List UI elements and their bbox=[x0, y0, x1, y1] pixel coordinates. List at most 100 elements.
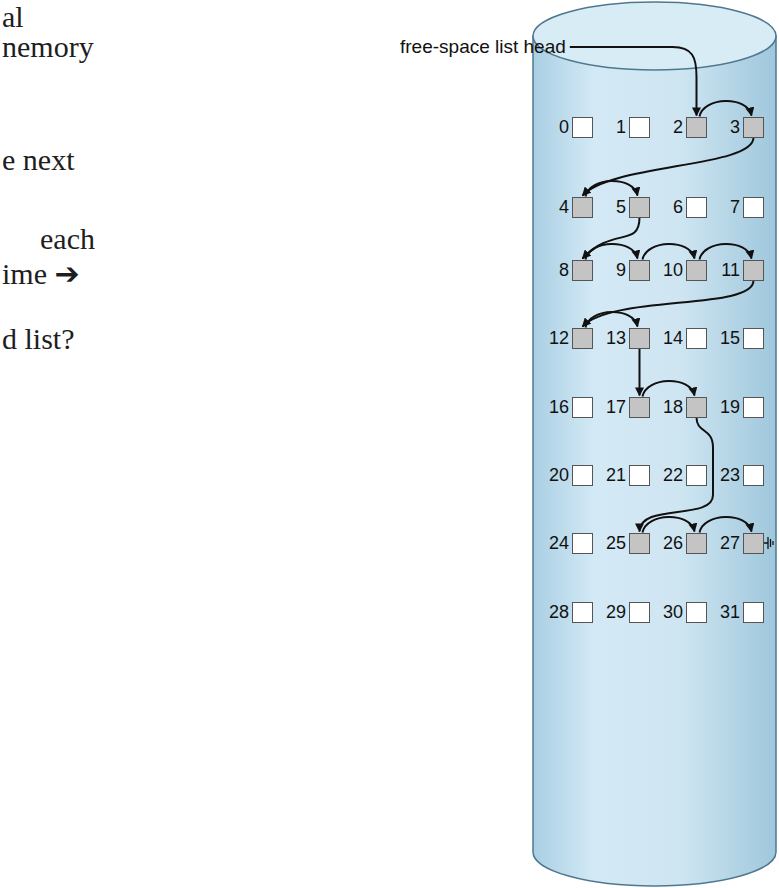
free-block-square bbox=[686, 260, 707, 281]
disk-block: 27 bbox=[716, 531, 764, 555]
list-link-arrow bbox=[643, 244, 695, 260]
slide-text: each bbox=[40, 222, 95, 256]
used-block-square bbox=[686, 602, 707, 623]
list-link-arrow bbox=[640, 418, 714, 532]
disk-block: 9 bbox=[602, 258, 650, 282]
used-block-square bbox=[572, 533, 593, 554]
disk-block: 26 bbox=[659, 531, 707, 555]
disk-block: 17 bbox=[602, 395, 650, 419]
block-number: 26 bbox=[659, 532, 683, 554]
disk-block: 6 bbox=[659, 195, 707, 219]
used-block-square bbox=[629, 602, 650, 623]
free-block-square bbox=[629, 260, 650, 281]
block-number: 11 bbox=[716, 259, 740, 281]
block-number: 7 bbox=[716, 196, 740, 218]
list-link-arrow bbox=[586, 312, 638, 328]
used-block-square bbox=[572, 602, 593, 623]
list-link-arrow bbox=[700, 244, 752, 260]
list-head-label: free-space list head bbox=[400, 36, 566, 58]
block-number: 18 bbox=[659, 396, 683, 418]
free-block-square bbox=[743, 533, 764, 554]
list-link-arrow bbox=[700, 517, 752, 533]
free-block-square bbox=[572, 260, 593, 281]
slide-text: nemory bbox=[2, 30, 94, 64]
block-number: 15 bbox=[716, 327, 740, 349]
block-number: 10 bbox=[659, 259, 683, 281]
disk-block: 20 bbox=[545, 463, 593, 487]
used-block-square bbox=[686, 197, 707, 218]
used-block-square bbox=[743, 465, 764, 486]
block-number: 24 bbox=[545, 532, 569, 554]
free-block-square bbox=[743, 117, 764, 138]
free-block-square bbox=[572, 328, 593, 349]
free-block-square bbox=[686, 533, 707, 554]
disk-block: 23 bbox=[716, 463, 764, 487]
used-block-square bbox=[743, 328, 764, 349]
free-block-square bbox=[686, 117, 707, 138]
block-number: 20 bbox=[545, 464, 569, 486]
free-block-square bbox=[629, 533, 650, 554]
free-block-square bbox=[629, 197, 650, 218]
cylinder-body bbox=[533, 36, 776, 886]
list-link-arrow bbox=[586, 181, 638, 197]
list-link-arrow bbox=[586, 244, 638, 260]
block-number: 8 bbox=[545, 259, 569, 281]
slide-text: ime ➔ bbox=[2, 257, 80, 291]
block-number: 19 bbox=[716, 396, 740, 418]
block-number: 31 bbox=[716, 601, 740, 623]
disk-block: 30 bbox=[659, 600, 707, 624]
used-block-square bbox=[743, 397, 764, 418]
disk-block: 29 bbox=[602, 600, 650, 624]
used-block-square bbox=[743, 602, 764, 623]
free-block-square bbox=[629, 328, 650, 349]
block-number: 3 bbox=[716, 116, 740, 138]
block-number: 23 bbox=[716, 464, 740, 486]
null-pointer-symbol bbox=[764, 537, 773, 549]
free-block-square bbox=[629, 397, 650, 418]
free-block-square bbox=[572, 197, 593, 218]
disk-block: 3 bbox=[716, 115, 764, 139]
disk-block: 13 bbox=[602, 326, 650, 350]
disk-block: 0 bbox=[545, 115, 593, 139]
disk-block: 28 bbox=[545, 600, 593, 624]
disk-block: 14 bbox=[659, 326, 707, 350]
block-number: 6 bbox=[659, 196, 683, 218]
disk-block: 24 bbox=[545, 531, 593, 555]
block-number: 21 bbox=[602, 464, 626, 486]
block-number: 0 bbox=[545, 116, 569, 138]
disk-block: 1 bbox=[602, 115, 650, 139]
disk-block: 31 bbox=[716, 600, 764, 624]
block-number: 1 bbox=[602, 116, 626, 138]
block-number: 13 bbox=[602, 327, 626, 349]
used-block-square bbox=[686, 328, 707, 349]
disk-block: 25 bbox=[602, 531, 650, 555]
block-number: 25 bbox=[602, 532, 626, 554]
disk-block: 22 bbox=[659, 463, 707, 487]
used-block-square bbox=[629, 465, 650, 486]
block-number: 2 bbox=[659, 116, 683, 138]
block-number: 30 bbox=[659, 601, 683, 623]
list-link-arrow bbox=[639, 349, 641, 396]
disk-block: 7 bbox=[716, 195, 764, 219]
free-block-square bbox=[686, 397, 707, 418]
list-link-arrow bbox=[583, 281, 754, 327]
disk-block: 18 bbox=[659, 395, 707, 419]
disk-block: 15 bbox=[716, 326, 764, 350]
used-block-square bbox=[572, 117, 593, 138]
used-block-square bbox=[743, 197, 764, 218]
disk-block: 4 bbox=[545, 195, 593, 219]
block-number: 4 bbox=[545, 196, 569, 218]
disk-block: 11 bbox=[716, 258, 764, 282]
block-number: 22 bbox=[659, 464, 683, 486]
disk-block: 21 bbox=[602, 463, 650, 487]
disk-block: 19 bbox=[716, 395, 764, 419]
slide-text: al bbox=[2, 0, 24, 34]
block-number: 17 bbox=[602, 396, 626, 418]
disk-block: 5 bbox=[602, 195, 650, 219]
disk-block: 12 bbox=[545, 326, 593, 350]
free-block-square bbox=[743, 260, 764, 281]
